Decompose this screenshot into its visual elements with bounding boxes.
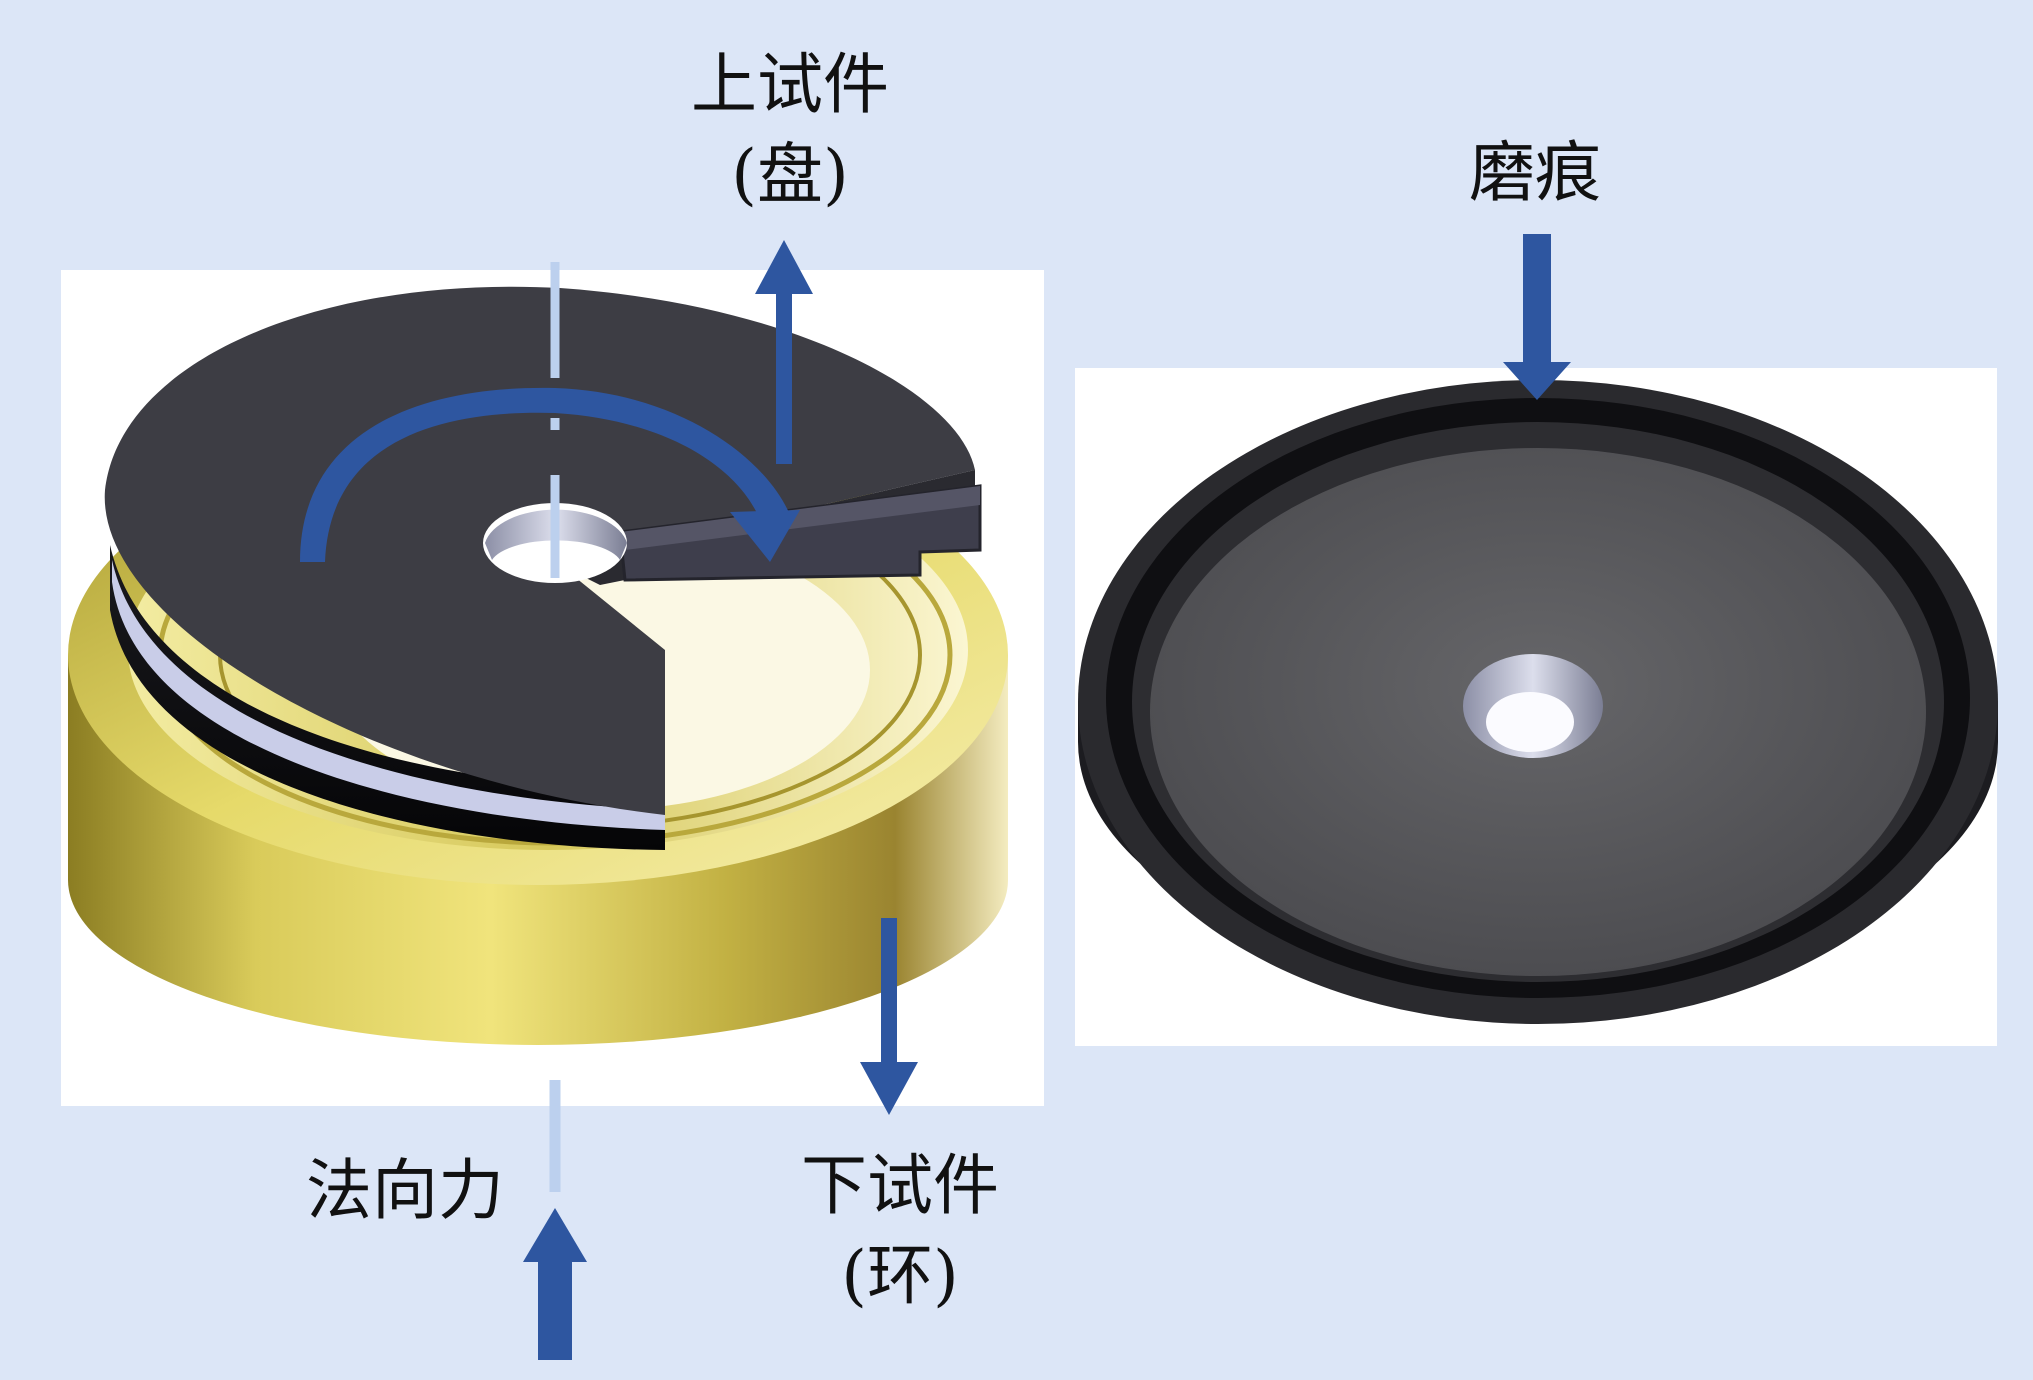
normal-force-arrow — [523, 1208, 587, 1360]
lower-arrow-head — [860, 1062, 918, 1115]
upper-specimen-disc — [104, 286, 982, 850]
upper-specimen-arrow — [755, 240, 813, 464]
ring-on-disc-panel — [61, 240, 1044, 1360]
lower-arrow-shaft — [881, 918, 897, 1063]
wear-arrow-shaft — [1523, 234, 1551, 364]
upper-specimen-name: 上试件 — [691, 46, 889, 123]
upper-specimen-type: (盘) — [731, 136, 849, 213]
normal-force-label: 法向力 — [306, 1152, 504, 1229]
worn-disc-hole-opening — [1486, 692, 1574, 752]
lower-specimen-label: 下试件 (环) — [750, 1153, 1050, 1309]
upper-specimen-label: 上试件 (盘) — [640, 52, 940, 208]
upper-arrow-head — [755, 240, 813, 294]
worn-disc-panel — [1075, 234, 1998, 1046]
wear-arrow-head — [1503, 362, 1571, 400]
rotation-arrow-body — [300, 387, 792, 562]
force-arrow-head — [523, 1208, 587, 1262]
lower-specimen-name: 下试件 — [801, 1147, 999, 1224]
rotation-arrow — [300, 387, 800, 562]
upper-arrow-shaft — [776, 292, 792, 464]
worn-disc — [1078, 380, 1998, 1024]
force-arrow-shaft — [538, 1260, 572, 1360]
lower-specimen-type: (环) — [841, 1237, 959, 1314]
lower-specimen-arrow — [860, 918, 918, 1115]
disc-tab-top — [620, 486, 980, 550]
wear-scar-label: 磨痕 — [1469, 134, 1601, 211]
disc-edge-highlight — [112, 560, 665, 830]
rotation-arrow-head — [730, 510, 800, 562]
wear-scar-arrow — [1503, 234, 1571, 400]
